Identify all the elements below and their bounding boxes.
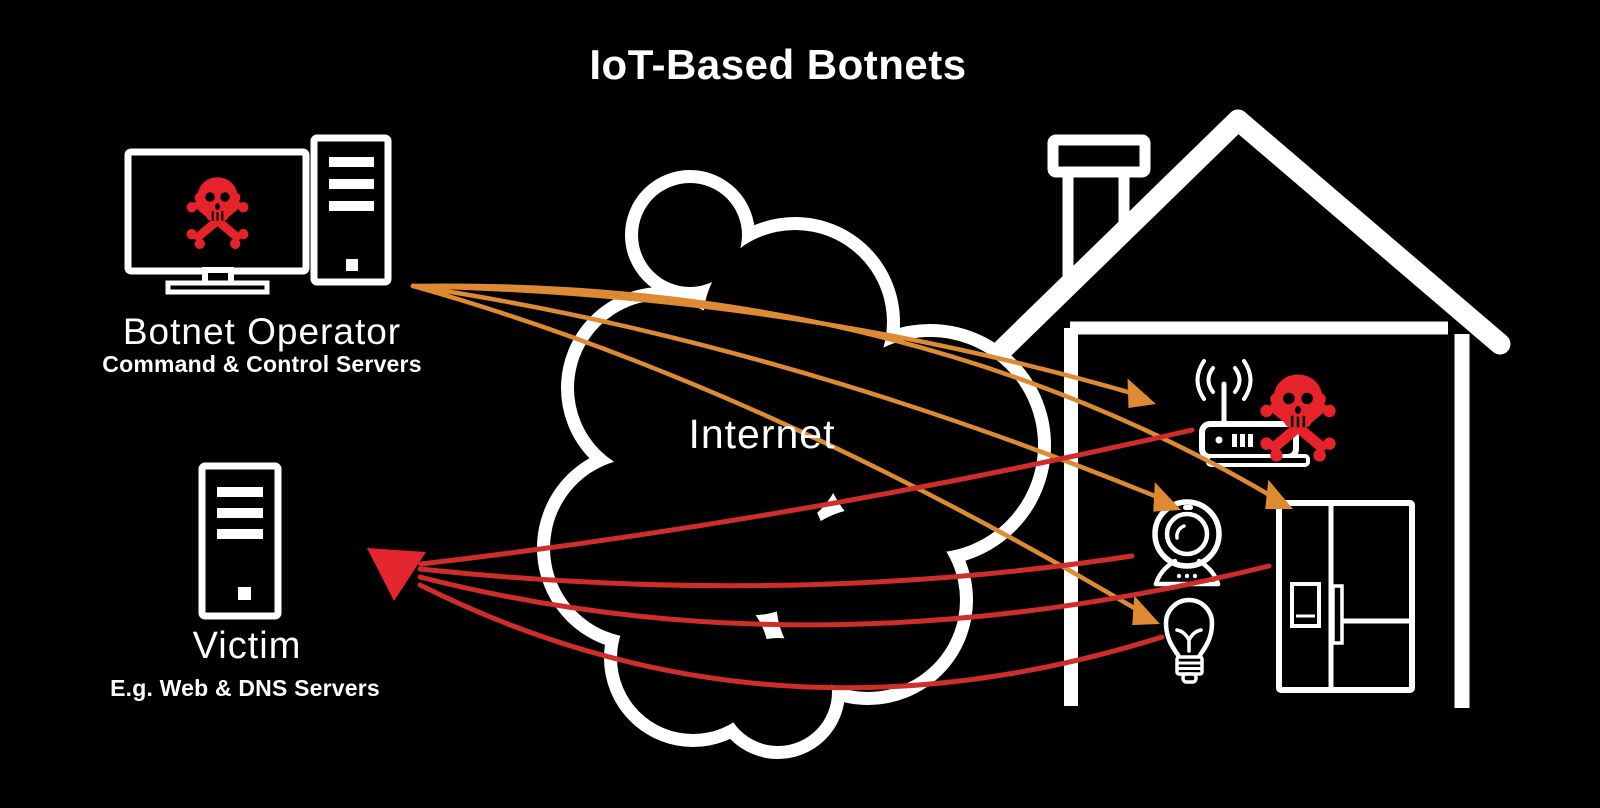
victim-sublabel: E.g. Web & DNS Servers	[110, 675, 380, 701]
arrowhead-bulb	[1121, 595, 1167, 637]
internet-label: Internet	[688, 411, 836, 457]
attack-flow	[417, 427, 1272, 691]
attack-line-fridge	[417, 563, 1272, 628]
attack-line-webcam	[417, 553, 1135, 589]
command-line-webcam	[410, 283, 1170, 504]
server-tower-icon	[198, 462, 282, 620]
command-line-bulb	[410, 283, 1149, 618]
attack-line-bulb	[417, 582, 1165, 691]
roof-left	[992, 109, 1249, 360]
command-flow	[410, 283, 1281, 618]
house-icon	[992, 109, 1511, 708]
victim-label: Victim	[192, 625, 302, 667]
light-bulb-icon	[1163, 597, 1215, 684]
webcam-icon	[1152, 499, 1222, 587]
roof-right	[1227, 109, 1511, 355]
pc-tower	[310, 134, 392, 286]
infected-computer-icon	[124, 134, 392, 295]
operator-label: Botnet Operator	[122, 311, 402, 352]
monitor-skull-crossbones-icon	[184, 177, 251, 252]
arrowhead-router	[1117, 378, 1161, 417]
monitor-base	[165, 280, 270, 295]
chimney-cap	[1047, 134, 1151, 178]
operator-sublabel: Command & Control Servers	[102, 351, 422, 377]
page-title: IoT-Based Botnets	[589, 41, 967, 88]
attack-line-router	[418, 427, 1195, 567]
refrigerator-icon	[1276, 500, 1415, 693]
attack-arrowhead-victim	[367, 548, 426, 601]
command-line-fridge	[410, 283, 1281, 503]
